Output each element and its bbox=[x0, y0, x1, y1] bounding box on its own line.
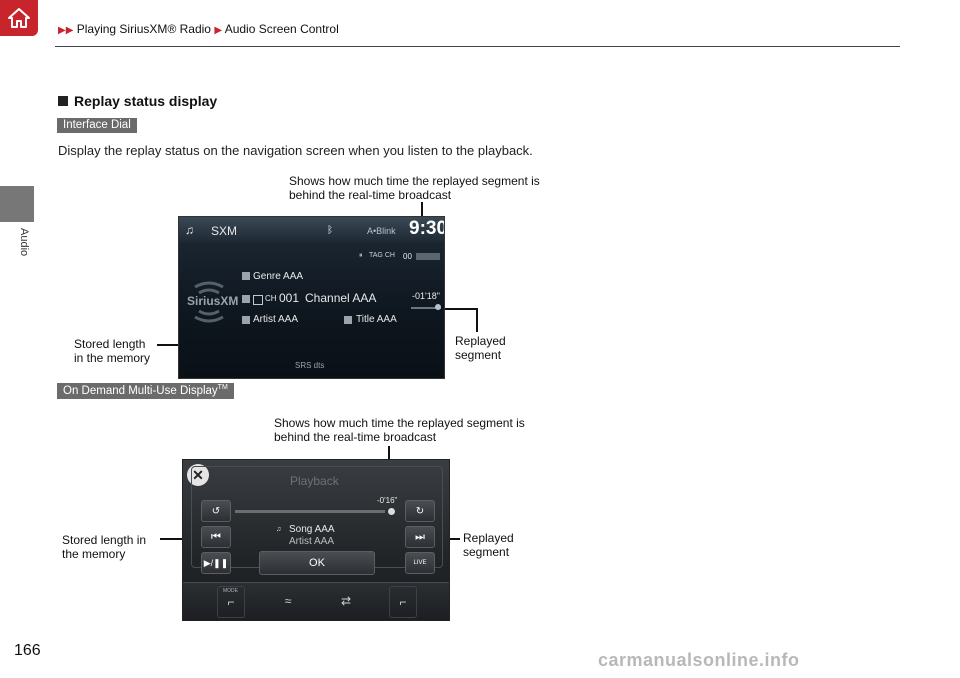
channel-number: 001 bbox=[279, 291, 300, 305]
source-label: SXM bbox=[211, 224, 238, 238]
seat-heater-left-icon[interactable]: ⌐ bbox=[217, 586, 245, 618]
bluetooth-icon: ᛒ bbox=[327, 225, 333, 236]
callout-replayed-segment-2: Replayed segment bbox=[463, 531, 514, 559]
time-behind: -0'16" bbox=[377, 496, 398, 505]
channel-name: Channel AAA bbox=[305, 291, 377, 305]
side-tab-marker bbox=[0, 186, 34, 222]
square-bullet-icon bbox=[58, 96, 68, 106]
breadcrumb-arrow-icon: ▶▶ bbox=[58, 25, 74, 36]
status-value: 00 bbox=[403, 252, 412, 261]
breadcrumb: ▶▶ Playing SiriusXM® Radio ▶ Audio Scree… bbox=[58, 22, 339, 36]
tag-interface-dial: Interface Dial bbox=[57, 118, 137, 133]
preset-number-icon bbox=[253, 295, 263, 305]
live-button[interactable]: LIVE bbox=[405, 552, 435, 574]
tag-on-demand-display: On Demand Multi-Use DisplayTM bbox=[57, 383, 234, 399]
song-label: Song AAA bbox=[289, 524, 335, 535]
callout-time-behind-2: Shows how much time the replayed segment… bbox=[274, 416, 525, 444]
forward-15-button[interactable]: ↻ bbox=[405, 500, 435, 522]
play-pause-icon: ▶/❚❚ bbox=[203, 557, 229, 568]
fan-mode-icon[interactable]: ≈ bbox=[284, 594, 292, 608]
title-icon bbox=[344, 316, 352, 324]
interface-dial-screen: ♫ SXM ᛒ A•Blink 9:30 ⏸ TAG CH 00 SiriusX… bbox=[178, 216, 445, 379]
mode-label: MODE bbox=[223, 588, 238, 594]
rewind-icon: ↺ bbox=[211, 505, 221, 517]
callout-time-behind-1: Shows how much time the replayed segment… bbox=[289, 174, 540, 202]
breadcrumb-arrow-icon: ▶ bbox=[214, 25, 223, 36]
playback-title: Playback bbox=[290, 474, 339, 488]
callout-stored-length-2: Stored length in the memory bbox=[62, 533, 147, 561]
seat-heater-right-icon[interactable]: ⌐ bbox=[389, 586, 417, 618]
genre-label: Genre AAA bbox=[253, 271, 304, 282]
progress-track bbox=[235, 510, 385, 513]
header-divider bbox=[55, 46, 900, 47]
music-note-icon: ♫ bbox=[185, 223, 194, 237]
ablink-label: A•Blink bbox=[367, 226, 396, 236]
breadcrumb-item-siriusxm[interactable]: Playing SiriusXM bbox=[76, 22, 168, 36]
artist-icon bbox=[242, 316, 250, 324]
replay-position-marker[interactable] bbox=[388, 508, 395, 515]
signal-waves-icon bbox=[191, 277, 227, 327]
srs-dts-logo: SRS dts bbox=[295, 361, 325, 370]
callout-line bbox=[440, 308, 478, 310]
description: Display the replay status on the navigat… bbox=[58, 143, 533, 158]
watermark: carmanualsonline.info bbox=[598, 650, 800, 670]
clock: 9:30 bbox=[409, 218, 445, 239]
previous-track-button[interactable]: ⏮ bbox=[201, 526, 231, 548]
title-label: Title AAA bbox=[356, 314, 397, 325]
callout-replayed-segment-1: Replayed segment bbox=[455, 334, 506, 362]
home-icon[interactable] bbox=[0, 0, 38, 36]
climate-bar bbox=[183, 582, 449, 620]
status-row: TAG CH bbox=[369, 252, 395, 259]
time-behind: -01'18" bbox=[412, 291, 440, 301]
artist-label: Artist AAA bbox=[253, 314, 299, 325]
channel-label: CH bbox=[265, 294, 277, 303]
song-icon: ♫ bbox=[276, 526, 282, 533]
replay-position-marker bbox=[435, 304, 441, 310]
side-section-label: Audio bbox=[18, 228, 30, 257]
callout-line bbox=[476, 308, 478, 332]
skip-back-icon: ⏮ bbox=[211, 530, 221, 543]
callout-stored-length-1: Stored length in the memory bbox=[74, 337, 151, 365]
page-number: 166 bbox=[14, 642, 41, 659]
skip-forward-icon: ⏭ bbox=[415, 530, 425, 543]
rewind-15-button[interactable]: ↺ bbox=[201, 500, 231, 522]
breadcrumb-item-audio-screen-control[interactable]: Audio Screen Control bbox=[224, 22, 339, 36]
signal-bar bbox=[416, 253, 440, 260]
preset-icon bbox=[242, 295, 250, 303]
play-pause-button[interactable]: ▶/❚❚ bbox=[201, 552, 231, 574]
section-title: Replay status display bbox=[58, 93, 217, 109]
recirculation-icon[interactable]: ⇄ bbox=[340, 594, 352, 608]
genre-icon bbox=[242, 272, 250, 280]
artist-label: Artist AAA bbox=[289, 536, 335, 547]
ok-button[interactable]: OK bbox=[259, 551, 375, 575]
siriusxm-logo: SiriusXM bbox=[187, 294, 239, 308]
replay-bar bbox=[411, 307, 441, 309]
forward-icon: ↻ bbox=[415, 505, 425, 517]
next-track-button[interactable]: ⏭ bbox=[405, 526, 435, 548]
pause-icon: ⏸ bbox=[359, 252, 363, 259]
screen-top-bar bbox=[179, 217, 444, 243]
on-demand-display-screen: ✕ Playback ↺ -0'16" ↻ ⏮ ♫ Song AAA Artis… bbox=[182, 459, 450, 621]
